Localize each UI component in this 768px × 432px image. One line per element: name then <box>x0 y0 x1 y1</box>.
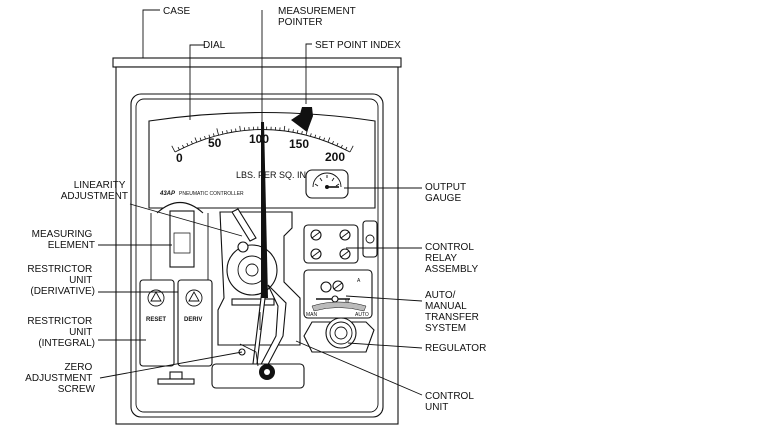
auto-word-mark: AUTO <box>355 312 369 318</box>
set-point-index-icon <box>291 107 313 132</box>
dial-tick <box>171 145 176 153</box>
linkage-mechanism <box>157 208 305 389</box>
dial-tick <box>239 125 241 131</box>
measuring-element <box>150 201 209 280</box>
dial-tick <box>336 142 339 146</box>
dial-number: 100 <box>249 132 269 146</box>
restrictor-unit-derivative: DERIV <box>177 279 213 367</box>
dial-tick <box>314 134 317 138</box>
label-dial: DIAL <box>203 40 226 51</box>
label-restrictor-derivative: RESTRICTOR UNIT (DERIVATIVE) <box>27 264 95 297</box>
dial-tick <box>283 125 286 131</box>
label-control-relay-assembly: CONTROL RELAY ASSEMBLY <box>425 242 478 275</box>
dial-units: LBS. PER SQ. IN. <box>236 170 309 180</box>
dial-tick <box>230 129 233 133</box>
label-auto-manual-transfer-system: AUTO/ MANUAL TRANSFER SYSTEM <box>425 290 482 334</box>
auto-manual-transfer-system: A M MAN AUTO <box>303 269 373 319</box>
manual-mark: M <box>345 299 349 305</box>
dial-tick <box>190 140 193 145</box>
reset-label: RESET <box>146 317 166 323</box>
dial-tick <box>177 146 180 150</box>
dial-tick <box>186 142 189 146</box>
label-case: CASE <box>163 6 191 17</box>
label-regulator: REGULATOR <box>425 343 486 354</box>
dial-tick <box>182 144 185 148</box>
dial-model: 43AP <box>159 191 176 197</box>
dial-tick <box>340 144 343 148</box>
dial-tick <box>292 129 294 133</box>
output-gauge <box>305 169 349 199</box>
control-relay-assembly <box>303 220 378 264</box>
dial-tick <box>332 140 334 145</box>
auto-mark: A <box>357 278 361 284</box>
label-restrictor-integral: RESTRICTOR UNIT (INTEGRAL) <box>27 316 95 349</box>
dial-tick <box>226 130 228 134</box>
regulator <box>303 317 375 353</box>
label-linearity-adjustment: LINEARITY ADJUSTMENT <box>61 180 128 202</box>
dial-tick <box>310 133 312 137</box>
dial-tick <box>216 128 219 136</box>
dial-scale <box>171 122 354 153</box>
label-control-unit: CONTROL UNIT <box>425 391 476 413</box>
leader-lines <box>98 9 423 396</box>
label-zero-adjustment-screw: ZERO ADJUSTMENT SCREW <box>25 362 95 395</box>
dial-subtitle: PNEUMATIC CONTROLLER <box>179 191 244 197</box>
label-measuring-element: MEASURING ELEMENT <box>32 229 95 251</box>
dial-number: 150 <box>289 137 309 151</box>
dial-tick <box>194 137 198 143</box>
dial-number: 200 <box>325 150 345 164</box>
dial-tick <box>349 145 354 153</box>
measurement-pointer <box>261 122 268 298</box>
label-measurement-pointer: MEASUREMENT POINTER <box>278 6 358 28</box>
dial-tick <box>221 131 224 135</box>
label-set-point-index: SET POINT INDEX <box>315 40 401 51</box>
dial-tick <box>327 137 331 143</box>
dial-tick <box>199 137 202 141</box>
dial-number: 0 <box>176 151 183 165</box>
dial-tick <box>345 146 348 150</box>
deriv-label: DERIV <box>184 317 202 323</box>
dial-tick <box>323 137 326 141</box>
dial-tick <box>204 136 206 140</box>
label-output-gauge: OUTPUT GAUGE <box>425 182 469 204</box>
man-mark: MAN <box>306 312 318 318</box>
dial-tick <box>318 136 321 140</box>
dial-tick <box>301 131 303 135</box>
dial-number: 50 <box>208 136 222 150</box>
restrictor-unit-integral: RESET <box>139 279 175 367</box>
dial-tick <box>208 134 211 138</box>
dial-tick <box>212 133 215 137</box>
dial-tick <box>296 130 299 134</box>
